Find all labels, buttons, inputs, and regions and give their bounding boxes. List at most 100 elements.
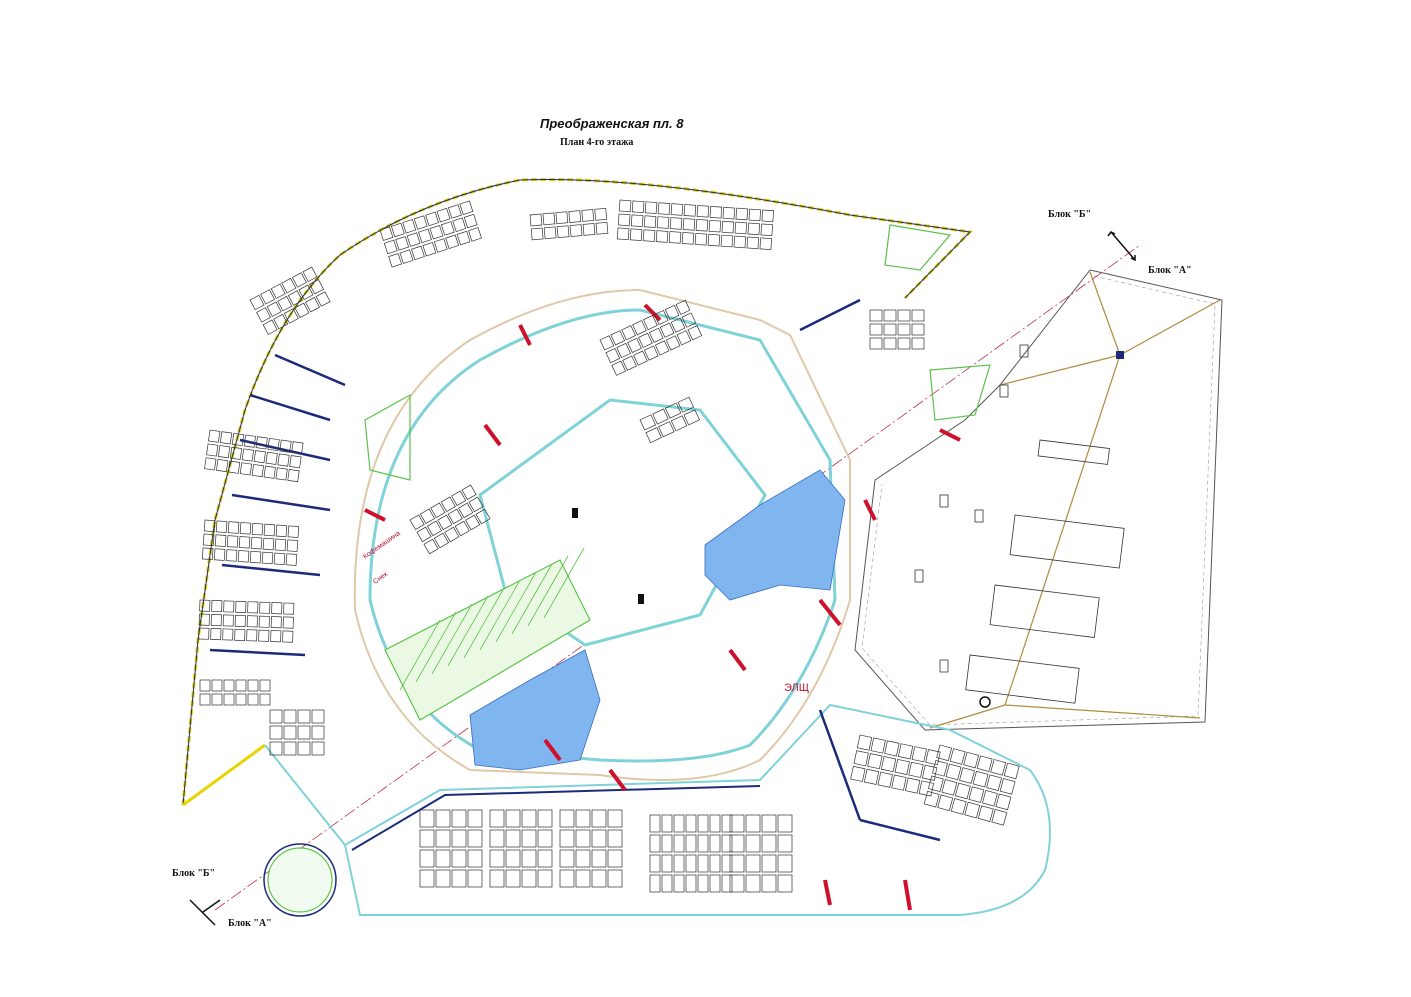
desk [213,548,226,561]
desk [468,227,482,242]
desk [422,241,437,257]
desk [211,600,223,613]
desk [399,249,414,264]
desk [283,308,299,324]
desk [632,320,647,336]
round-stair [263,843,337,917]
desk [409,514,425,531]
desk [670,203,684,216]
green-stripe [495,571,537,643]
desk [1003,762,1020,780]
green-stripe [431,603,473,675]
desk [282,630,294,643]
ring-corridor [353,288,851,781]
desk [489,849,505,868]
desk [379,226,394,241]
desk [285,553,298,566]
desk [709,205,723,219]
desk [697,814,709,833]
green-stripe [463,587,505,659]
desk [529,213,543,227]
desk [452,217,467,232]
desk [990,759,1007,776]
desk [673,854,685,873]
green-stripe [399,619,441,691]
desk [263,465,276,479]
desk-cluster [850,734,941,797]
desk [582,223,596,236]
desk [733,235,747,249]
desk [856,734,873,751]
desk [709,834,721,853]
desk [311,725,325,740]
desk [467,849,483,868]
desk [559,809,575,828]
bottom-wing [343,703,1051,916]
desk [521,809,537,828]
desk [283,725,297,740]
desk [891,774,907,791]
desk-cluster [419,809,483,888]
desk [467,809,483,828]
desk [265,451,278,465]
desk [729,834,745,853]
desk [433,238,448,253]
red-walls [364,303,961,911]
desk [643,315,658,331]
desk-cluster [379,200,482,268]
column [999,384,1009,398]
desk [661,854,673,873]
desk [249,294,265,311]
desk [721,854,733,873]
desk [941,779,958,796]
desk [282,616,294,629]
desk [761,874,777,893]
desk [406,232,421,247]
desk [735,207,749,221]
desk [777,834,793,853]
desk [223,679,235,692]
desk [656,216,670,229]
desk [251,522,264,536]
desk [627,337,642,353]
desk [437,514,453,531]
water-feature-right [704,469,846,601]
desk-cluster [269,709,325,756]
desk [959,767,975,784]
desk [963,751,980,769]
desk [505,829,521,848]
desk [927,775,944,793]
desk [263,523,276,537]
desk [419,869,435,888]
desk [630,214,644,227]
desk [610,330,626,346]
desk [273,552,286,565]
desk [273,313,289,330]
desk [670,415,688,432]
desk [777,854,793,873]
desk [745,834,761,853]
desk [258,629,270,642]
desk [556,225,570,239]
desk [435,849,451,868]
desk [658,421,675,438]
desk [897,337,911,350]
desk [234,628,246,641]
desk [591,869,607,888]
desk [222,614,234,627]
desk [905,777,921,794]
desk [668,231,682,244]
column [974,509,984,523]
desk [395,236,410,251]
desk [681,312,697,328]
desk [607,849,623,868]
block-a-bay [989,584,1100,638]
desk [505,869,521,888]
desk [255,436,268,450]
desk [297,741,311,756]
desk [426,520,443,537]
desk [673,814,685,833]
red-wall [483,423,502,447]
desk [198,627,210,640]
desk [964,801,981,819]
